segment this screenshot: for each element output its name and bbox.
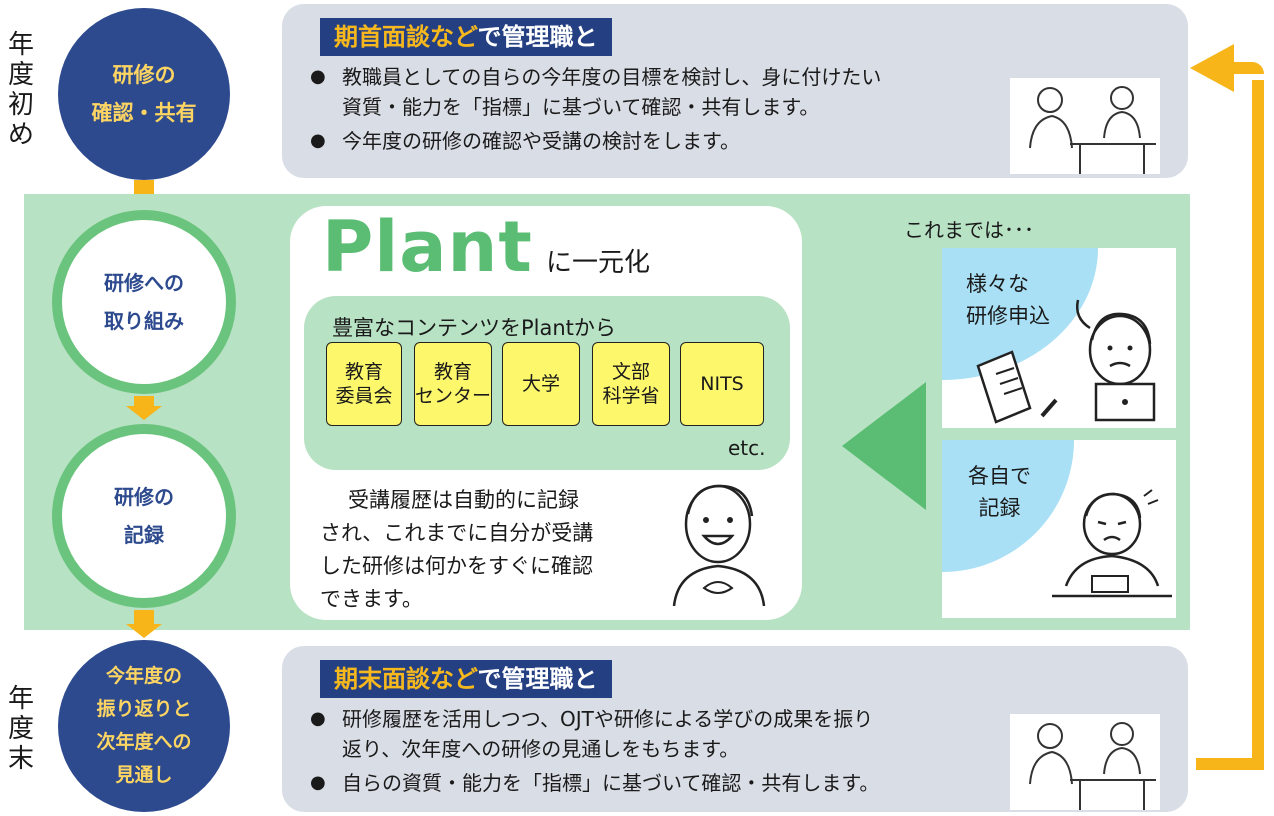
bottom-title: 期末面談などで管理職と: [320, 660, 612, 698]
bottom-bullet-2: 自らの資質・能力を「指標」に基づいて確認・共有します。: [306, 768, 1026, 798]
source-box-2: 教育センター: [414, 342, 492, 426]
bottom-bullets: 研修履歴を活用しつつ、OJTや研修による学びの成果を振り返り、次年度への研修の見…: [306, 704, 1026, 802]
down-arrow-3-bar: [134, 610, 154, 624]
top-circle: 研修の確認・共有: [58, 8, 230, 180]
loop-arrow-top: [1226, 62, 1264, 74]
until-now-label: これまでは･･･: [904, 218, 1034, 242]
loop-arrow-vertical: [1252, 80, 1264, 770]
bottom-circle: 今年度の振り返りと 次年度への見通し: [58, 640, 230, 812]
source-box-4: 文部科学省: [592, 342, 670, 426]
meeting-illustration-icon-bottom: [1010, 714, 1160, 810]
top-bullet-2: 今年度の研修の確認や受講の検討をします。: [306, 126, 1026, 156]
ring-circle-2: 研修の記録: [52, 424, 236, 608]
top-bullet-1: 教職員としての自らの今年度の目標を検討し、身に付けたい資質・能力を「指標」に基づ…: [306, 62, 1026, 122]
source-box-3: 大学: [502, 342, 580, 426]
down-arrow-2-bar: [134, 396, 154, 406]
bottom-bullet-1: 研修履歴を活用しつつ、OJTや研修による学びの成果を振り返り、次年度への研修の見…: [306, 704, 1026, 764]
loop-arrow-bottom: [1196, 758, 1264, 770]
plant-suffix: に一元化: [545, 248, 650, 278]
down-arrow-1-bar: [134, 180, 154, 194]
side-card-apply-text: 様々な研修申込: [966, 272, 1050, 328]
loop-arrow-head-icon: [1190, 44, 1234, 92]
contents-title: 豊富なコンテンツをPlantから: [332, 316, 616, 340]
ring-circle-1: 研修への取り組み: [52, 210, 236, 394]
plant-word: Plant: [322, 206, 533, 288]
down-arrow-2-head: [126, 406, 162, 420]
side-card-apply: 様々な研修申込: [942, 248, 1176, 428]
bottom-side-label: 年度末: [7, 684, 34, 774]
source-box-1: 教育委員会: [326, 342, 402, 426]
down-arrow-3-head: [126, 624, 162, 638]
source-box-5: NITS: [680, 342, 764, 426]
side-card-record: 各自で記録: [942, 440, 1176, 618]
etc-label: etc.: [728, 436, 766, 460]
confused-man-icon: [976, 299, 1156, 424]
left-triangle-arrow-icon: [842, 382, 926, 510]
side-card-record-text: 各自で記録: [968, 464, 1031, 520]
meeting-illustration-icon: [1010, 78, 1160, 174]
top-side-label: 年度 初め: [7, 30, 34, 150]
worried-man-icon: [1052, 489, 1172, 598]
top-bullets: 教職員としての自らの今年度の目標を検討し、身に付けたい資質・能力を「指標」に基づ…: [306, 62, 1026, 160]
smiling-man-icon: [672, 484, 766, 607]
top-title: 期首面談などで管理職と: [320, 18, 612, 56]
plant-heading: Plant に一元化: [322, 206, 650, 288]
record-text: 受講履歴は自動的に記録 され、これまでに自分が受講 した研修は何かをすぐに確認 …: [320, 488, 594, 611]
